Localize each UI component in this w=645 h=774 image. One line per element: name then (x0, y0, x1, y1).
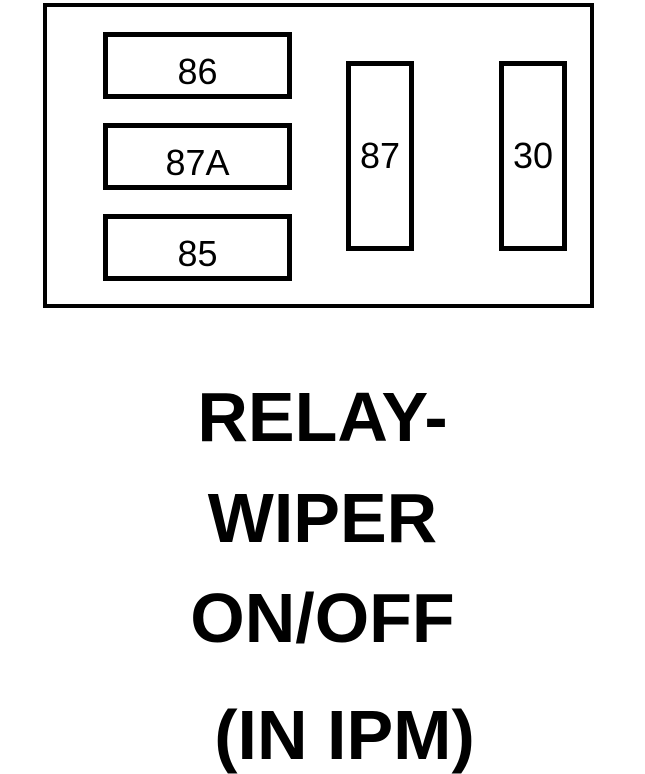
pin-85-terminal: 85 (103, 214, 292, 281)
caption-line-4: (IN IPM) (214, 696, 475, 774)
pin-87a-terminal: 87A (103, 123, 292, 190)
caption-line-2: WIPER (207, 479, 438, 557)
pin-87-label: 87 (359, 135, 401, 176)
pin-87a-label: 87A (165, 141, 230, 183)
pin-30-label: 30 (512, 135, 554, 176)
pin-85-label: 85 (177, 232, 218, 274)
pin-87-terminal: 87 (346, 61, 414, 251)
relay-outline (43, 3, 594, 308)
pin-30-terminal: 30 (499, 61, 567, 251)
pin-86-terminal: 86 (103, 32, 292, 99)
pin-86-label: 86 (177, 50, 218, 92)
caption-line-3: ON/OFF (190, 579, 455, 657)
caption-line-1: RELAY- (197, 378, 448, 456)
